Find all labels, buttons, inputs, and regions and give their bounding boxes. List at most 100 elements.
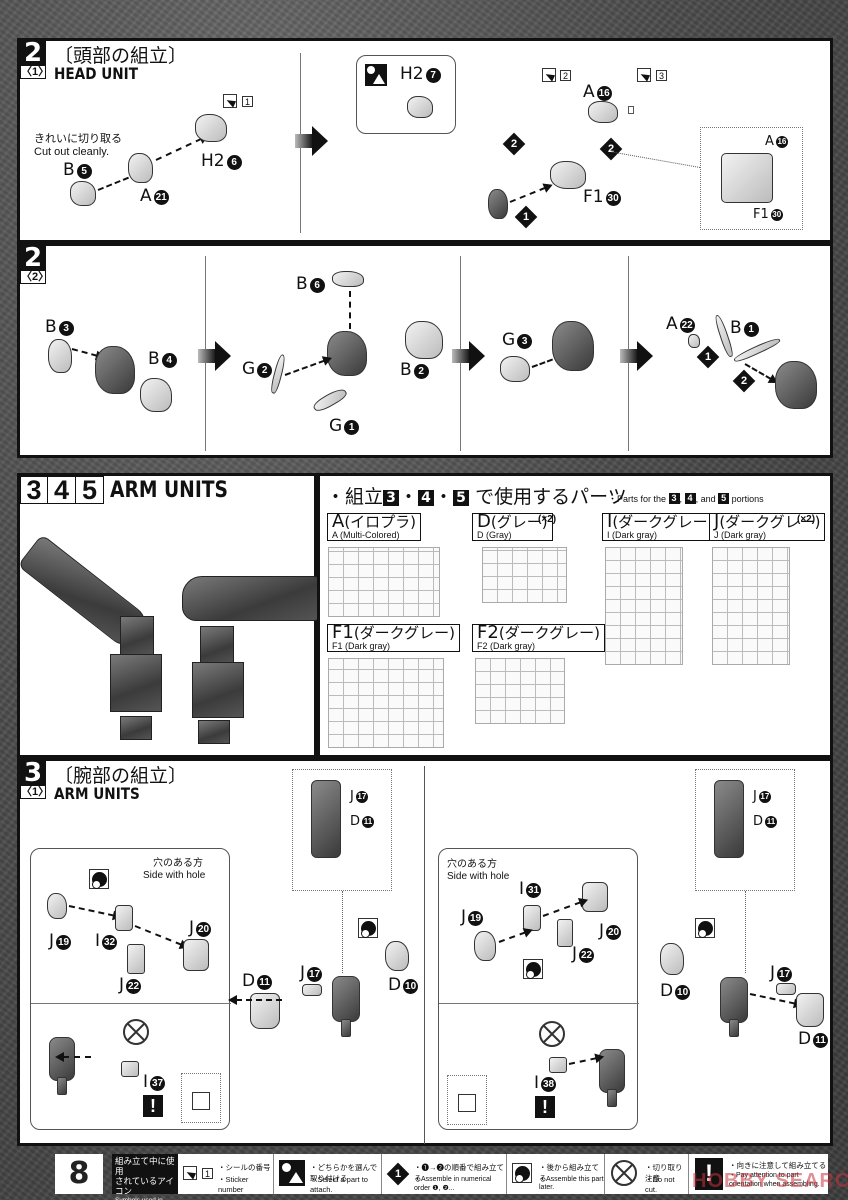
sub-step-number: 〈1〉 bbox=[20, 785, 50, 799]
part-f1-30 bbox=[550, 161, 586, 189]
legend-attention: ! ・向きに注意して組み立てる ・Pay attention to part o… bbox=[689, 1154, 828, 1194]
hole-note-jp: 穴のある方 bbox=[153, 858, 203, 869]
assembly-arrow bbox=[155, 137, 202, 161]
next-step-arrow-icon bbox=[452, 341, 486, 371]
sticker-target bbox=[628, 106, 634, 114]
part-j22 bbox=[127, 944, 145, 974]
runner-f1-sprue bbox=[328, 658, 444, 748]
part-b6 bbox=[332, 271, 364, 287]
part-j19 bbox=[474, 931, 496, 961]
order-marker-1: 1 bbox=[514, 205, 538, 229]
part-head-assembly bbox=[327, 331, 367, 376]
part-a16 bbox=[588, 101, 618, 123]
next-step-arrow-icon bbox=[620, 341, 654, 371]
step-number: 2 bbox=[20, 40, 46, 66]
legend-sticker: 1 ・シールの番号 ・Sticker number bbox=[178, 1154, 274, 1194]
runner-i-label: I(ダークグレー) I (Dark gray) bbox=[602, 513, 719, 541]
part-elbow-joint bbox=[332, 976, 360, 1022]
runner-f2-label: F2(ダークグレー) F2 (Dark gray) bbox=[472, 624, 605, 652]
arm-units-title: ARM UNITS bbox=[110, 478, 229, 503]
attention-icon: ! bbox=[143, 1095, 163, 1117]
detail-pointer bbox=[342, 891, 343, 973]
callout-divider bbox=[439, 1003, 639, 1004]
part-elbow-joint bbox=[720, 977, 748, 1023]
arm-render-left-forearm bbox=[110, 654, 162, 712]
part-i37 bbox=[121, 1061, 139, 1077]
detail-arm-cutaway bbox=[714, 780, 744, 858]
part-h2-7 bbox=[407, 96, 433, 118]
step-title-jp: 〔頭部の組立〕 bbox=[54, 45, 188, 67]
part-head-core bbox=[95, 346, 135, 394]
legend-order: 1 ・❶→❷の順番で組み立てる ・Assemble in numerical o… bbox=[382, 1154, 507, 1194]
assembly-arrow bbox=[509, 186, 546, 203]
part-d11 bbox=[796, 993, 824, 1027]
part-elbow-joint-stem bbox=[57, 1077, 67, 1095]
part-j22 bbox=[557, 919, 573, 947]
legend-heading: 組み立て中に使用 されているアイコン Symbols used in instr… bbox=[112, 1154, 178, 1200]
runner-j-count: (×2) bbox=[797, 514, 816, 525]
part-elbow-joint-stem bbox=[341, 1019, 351, 1037]
runner-i-sprue bbox=[605, 547, 683, 665]
assemble-later-icon bbox=[523, 959, 543, 979]
part-d10 bbox=[660, 943, 684, 975]
arm-render-left-hand bbox=[120, 716, 152, 740]
part-g1 bbox=[311, 385, 349, 415]
assembly-arrow bbox=[542, 901, 581, 917]
part-g3 bbox=[500, 356, 530, 382]
attention-icon: ! bbox=[695, 1158, 723, 1190]
arm-render-right-upper bbox=[200, 626, 234, 666]
sticker-icon bbox=[542, 68, 556, 82]
arm-units-overview-panel: 3 4 5 ARM UNITS bbox=[17, 473, 322, 758]
arm-render-right-forearm bbox=[192, 662, 244, 718]
detail-pointer bbox=[611, 151, 701, 168]
legend-bar: 1 ・シールの番号 ・Sticker number ・どちらかを選んで取り付ける… bbox=[178, 1154, 828, 1194]
detail-arm-cutaway bbox=[311, 780, 341, 858]
assemble-later-icon bbox=[89, 869, 109, 889]
cut-note-en: Cut out cleanly. bbox=[34, 146, 110, 158]
select-part-icon bbox=[279, 1160, 305, 1186]
part-b5 bbox=[70, 181, 96, 206]
order-marker-2: 2 bbox=[732, 369, 756, 393]
watermark: HOBBY SEARCH bbox=[692, 1170, 848, 1192]
part-b4 bbox=[140, 378, 172, 412]
step-3-box: 3 bbox=[20, 476, 48, 504]
assembly-arrow bbox=[236, 999, 282, 1001]
no-cut-icon bbox=[611, 1160, 637, 1186]
runner-d-count: (×2) bbox=[538, 514, 557, 525]
runner-f2-sprue bbox=[475, 658, 565, 724]
step-title-en: HEAD UNIT bbox=[54, 64, 138, 83]
hole-note-en: Side with hole bbox=[143, 870, 206, 881]
part-a21 bbox=[128, 153, 153, 183]
part-b1-wing bbox=[732, 335, 782, 365]
hole-note-jp: 穴のある方 bbox=[447, 859, 497, 870]
orientation-detail-box bbox=[181, 1073, 221, 1123]
attention-icon: ! bbox=[535, 1096, 555, 1118]
detail-pointer bbox=[745, 891, 746, 973]
assembly-arrow bbox=[568, 1057, 597, 1065]
assemble-later-icon bbox=[358, 918, 378, 938]
part-d10 bbox=[385, 941, 409, 971]
